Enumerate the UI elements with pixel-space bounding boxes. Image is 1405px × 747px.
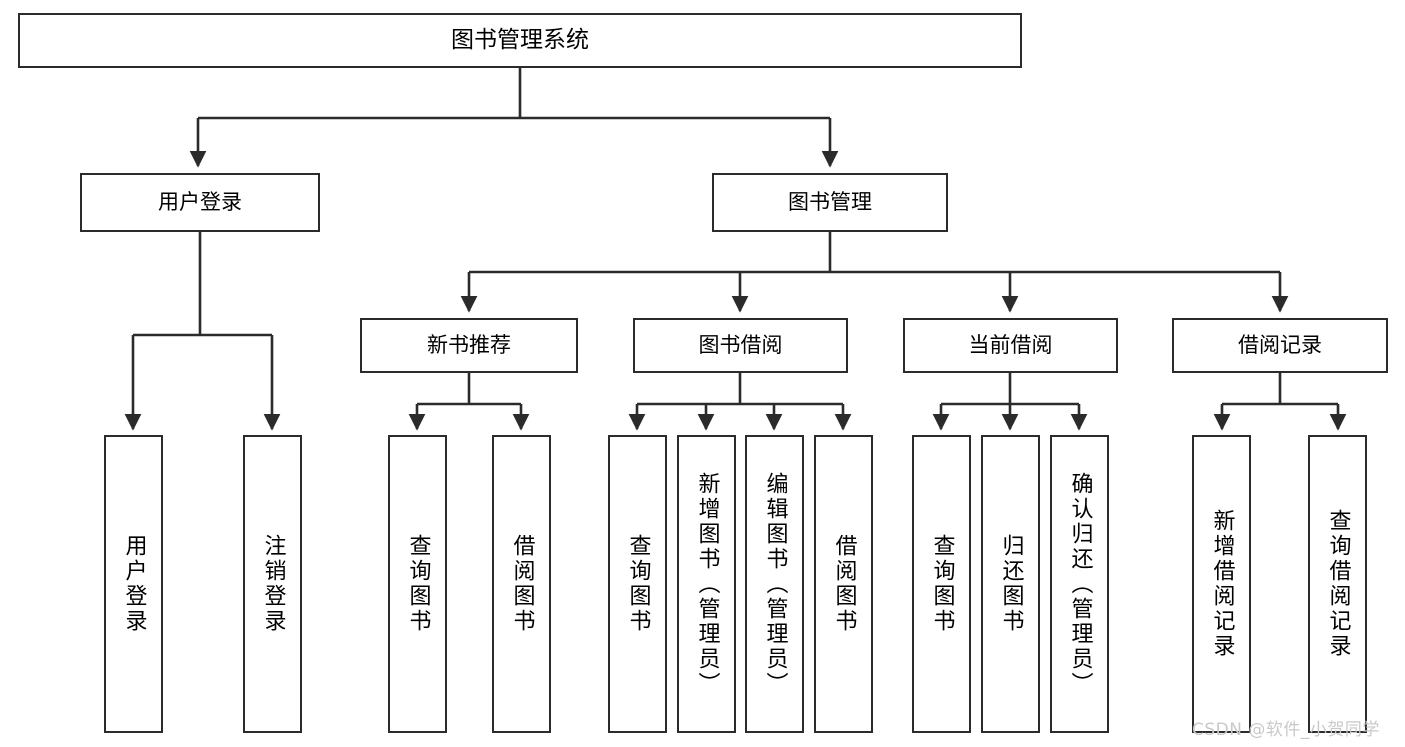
- leaf-label: 用户登录: [121, 534, 147, 634]
- leaf-book-borrow-add-book-admin[interactable]: 新增图书（管理员）: [677, 435, 736, 733]
- node-book-borrow[interactable]: 图书借阅: [633, 318, 848, 373]
- leaf-book-borrow-borrow-book[interactable]: 借阅图书: [814, 435, 873, 733]
- leaf-new-book-query-book[interactable]: 查询图书: [388, 435, 447, 733]
- leaf-label: 新增借阅记录: [1209, 509, 1235, 659]
- leaf-label: 确认归还（管理员）: [1067, 471, 1093, 697]
- node-root-system[interactable]: 图书管理系统: [18, 13, 1022, 68]
- node-current-borrow[interactable]: 当前借阅: [903, 318, 1118, 373]
- leaf-label: 归还图书: [998, 534, 1024, 634]
- leaf-user-login-logout[interactable]: 注销登录: [243, 435, 302, 733]
- node-new-book-recommend[interactable]: 新书推荐: [360, 318, 578, 373]
- leaf-label: 新增图书（管理员）: [694, 471, 720, 697]
- leaf-current-borrow-return-book[interactable]: 归还图书: [981, 435, 1040, 733]
- leaf-label: 编辑图书（管理员）: [762, 471, 788, 697]
- leaf-label: 查询图书: [929, 534, 955, 634]
- leaf-label: 注销登录: [260, 534, 286, 634]
- leaf-label: 查询图书: [625, 534, 651, 634]
- leaf-borrow-record-add-record[interactable]: 新增借阅记录: [1192, 435, 1251, 733]
- leaf-label: 借阅图书: [509, 534, 535, 634]
- leaf-user-login-login[interactable]: 用户登录: [104, 435, 163, 733]
- leaf-current-borrow-query-book[interactable]: 查询图书: [912, 435, 971, 733]
- leaf-book-borrow-query-book[interactable]: 查询图书: [608, 435, 667, 733]
- leaf-label: 查询图书: [405, 534, 431, 634]
- csdn-watermark: CSDN @软件_小贺同学: [1192, 720, 1380, 740]
- node-user-login[interactable]: 用户登录: [80, 173, 320, 232]
- node-borrow-record[interactable]: 借阅记录: [1172, 318, 1388, 373]
- leaf-label: 查询借阅记录: [1325, 509, 1351, 659]
- leaf-new-book-borrow-book[interactable]: 借阅图书: [492, 435, 551, 733]
- leaf-book-borrow-edit-book-admin[interactable]: 编辑图书（管理员）: [745, 435, 804, 733]
- leaf-label: 借阅图书: [831, 534, 857, 634]
- leaf-borrow-record-query-record[interactable]: 查询借阅记录: [1308, 435, 1367, 733]
- node-book-management[interactable]: 图书管理: [712, 173, 948, 232]
- leaf-current-borrow-confirm-return-admin[interactable]: 确认归还（管理员）: [1050, 435, 1109, 733]
